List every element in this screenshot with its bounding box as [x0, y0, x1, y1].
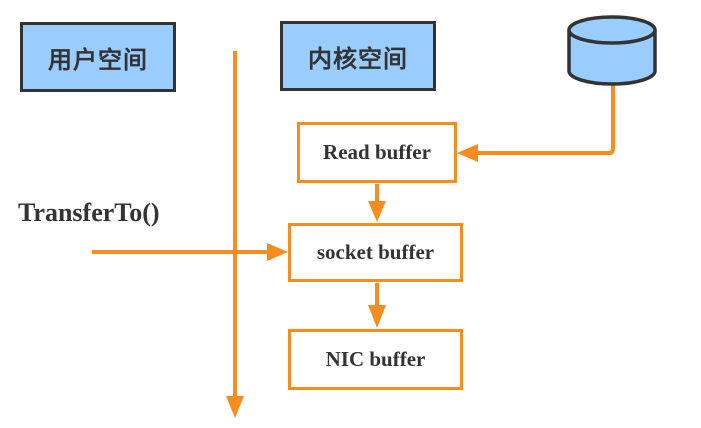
transferto-label: TransferTo() [18, 198, 160, 227]
space-divider-arrow-down [226, 51, 244, 418]
nic-buffer-box: NIC buffer [288, 329, 463, 390]
read-buffer-box: Read buffer [297, 122, 457, 183]
user-space-box: 用户空间 [20, 22, 176, 92]
user-space-label: 用户空间 [48, 46, 148, 74]
read-buffer-label: Read buffer [323, 140, 431, 164]
disk-to-read-buffer-arrow [457, 85, 615, 162]
socket-buffer-label: socket buffer [316, 240, 435, 264]
socket-buffer-to-nic-buffer-arrow [368, 283, 386, 328]
socket-buffer-box: socket buffer [288, 223, 463, 282]
database-cylinder-icon [567, 15, 657, 86]
transferto-to-socket-buffer-arrow [92, 243, 288, 261]
kernel-space-box: 内核空间 [280, 21, 436, 91]
read-buffer-to-socket-buffer-arrow [368, 184, 386, 222]
kernel-space-label: 内核空间 [308, 45, 408, 73]
nic-buffer-label: NIC buffer [325, 347, 426, 371]
